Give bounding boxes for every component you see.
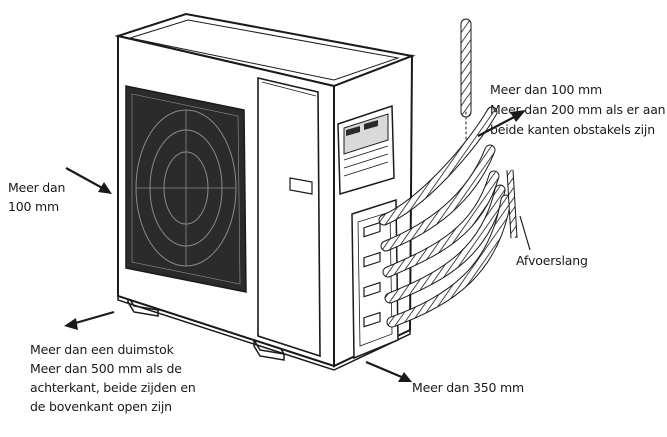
side-clearance-line-1: Meer dan 100 mm (490, 82, 602, 97)
left-clearance-line-2: 100 mm (8, 199, 59, 214)
arrow-left-clearance (65, 167, 112, 194)
electrical-box (337, 104, 395, 195)
back-clearance-line-3: achterkant, beide zijden en (30, 380, 196, 395)
side-clearance-label: Meer dan 100 mm Meer dan 200 mm als er a… (490, 80, 666, 140)
side-clearance-line-2: Meer dan 200 mm als er aan (490, 102, 666, 117)
refrigerant-hoses (378, 18, 512, 328)
side-clearance-line-3: beide kanten obstakels zijn (490, 122, 655, 137)
connection-panel (351, 198, 399, 360)
left-clearance-line-1: Meer dan (8, 180, 66, 195)
clearance-arrows (64, 110, 526, 382)
arrow-top-right-clearance (477, 110, 526, 137)
service-panel (257, 76, 321, 358)
front-clearance-label: Meer dan 350 mm (412, 380, 524, 395)
back-clearance-line-1: Meer dan een duimstok (30, 342, 174, 357)
drain-hose (506, 169, 531, 251)
arrow-back-clearance (64, 310, 115, 330)
back-clearance-line-4: de bovenkant open zijn (30, 399, 172, 414)
left-clearance-label: Meer dan 100 mm (8, 178, 65, 216)
arrow-front-clearance (365, 360, 412, 382)
fan-grille (125, 85, 247, 293)
drain-hose-label: Afvoerslang (516, 253, 588, 268)
back-clearance-line-2: Meer dan 500 mm als de (30, 361, 182, 376)
back-clearance-label: Meer dan een duimstok Meer dan 500 mm al… (30, 340, 196, 416)
